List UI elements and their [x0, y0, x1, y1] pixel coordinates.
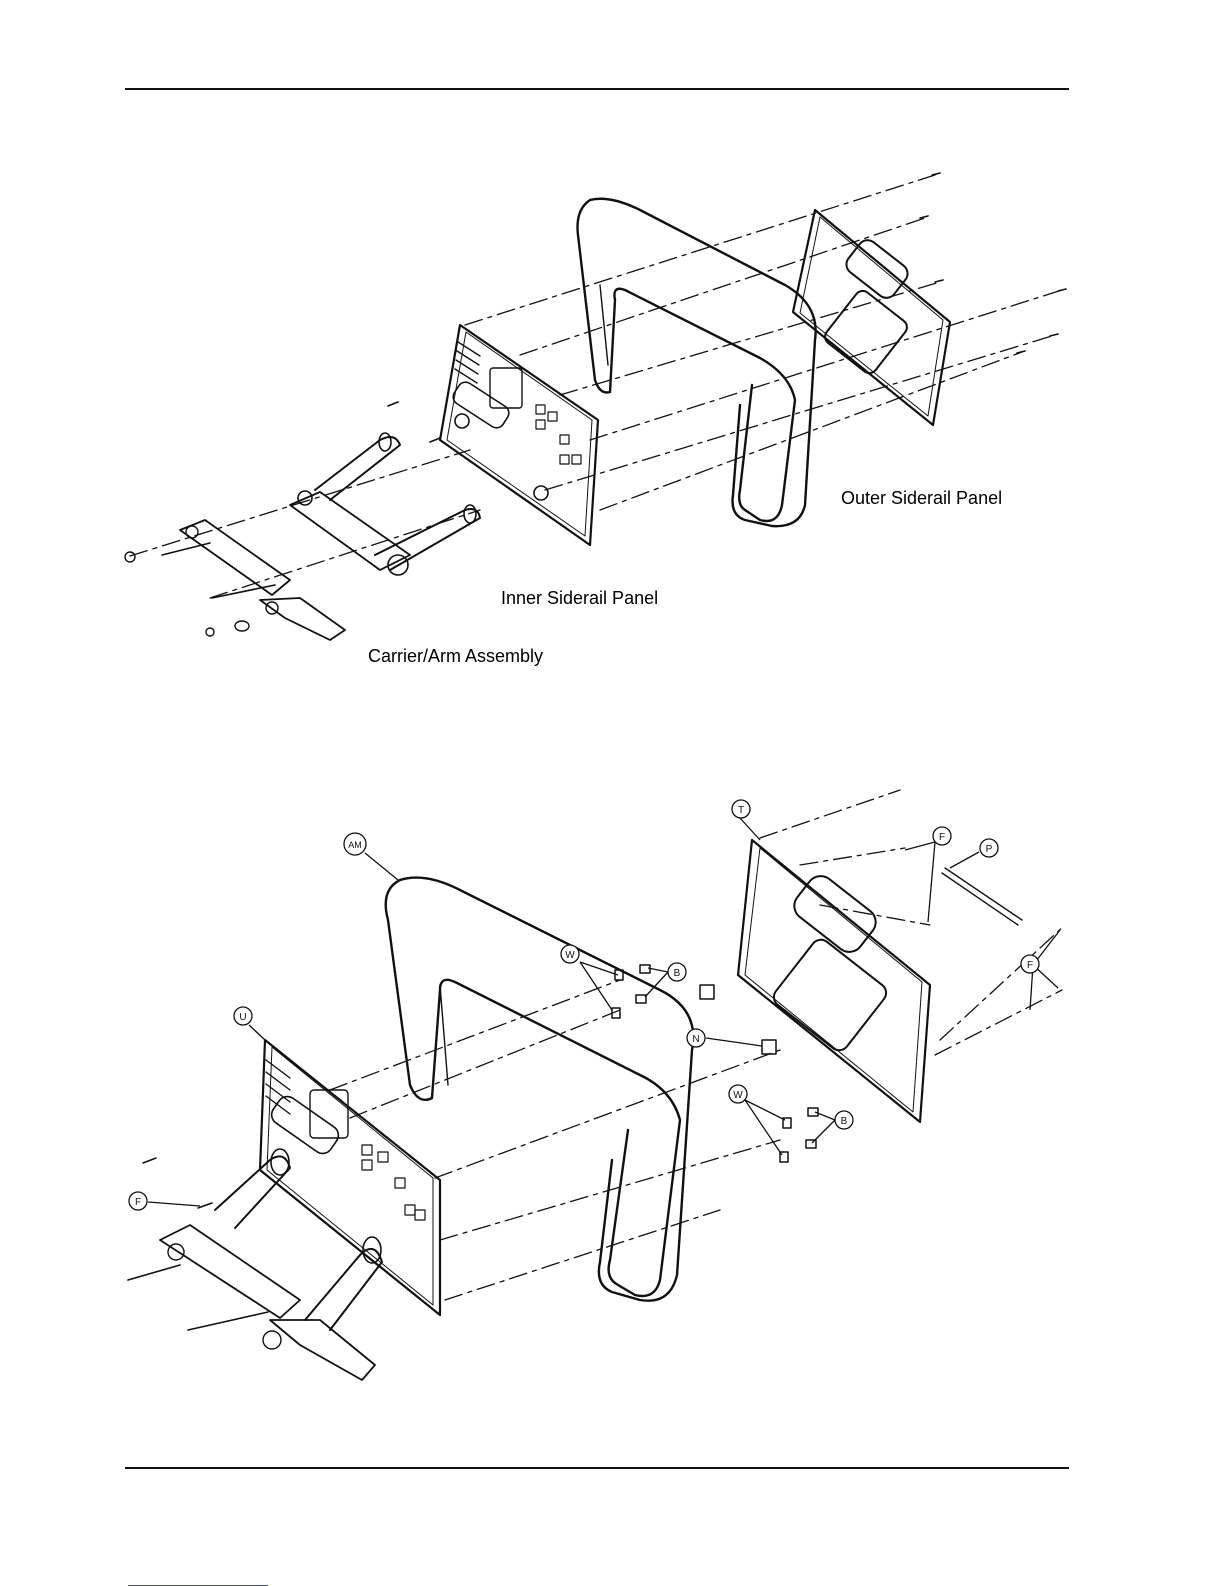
callout-b-upper: B — [674, 968, 681, 979]
callout-am: AM — [348, 840, 362, 850]
callout-u: U — [239, 1012, 246, 1023]
callout-p: P — [986, 844, 993, 855]
footer-rule — [125, 1467, 1069, 1469]
callout-f-left: F — [135, 1197, 141, 1208]
callout-w-lower: W — [733, 1090, 743, 1101]
callout-f-right: F — [1027, 960, 1033, 971]
callout-t: T — [738, 805, 744, 816]
callout-w-upper: W — [565, 950, 575, 961]
callout-b-lower: B — [841, 1116, 848, 1127]
callout-f-top: F — [939, 832, 945, 843]
callout-n: N — [692, 1034, 699, 1045]
